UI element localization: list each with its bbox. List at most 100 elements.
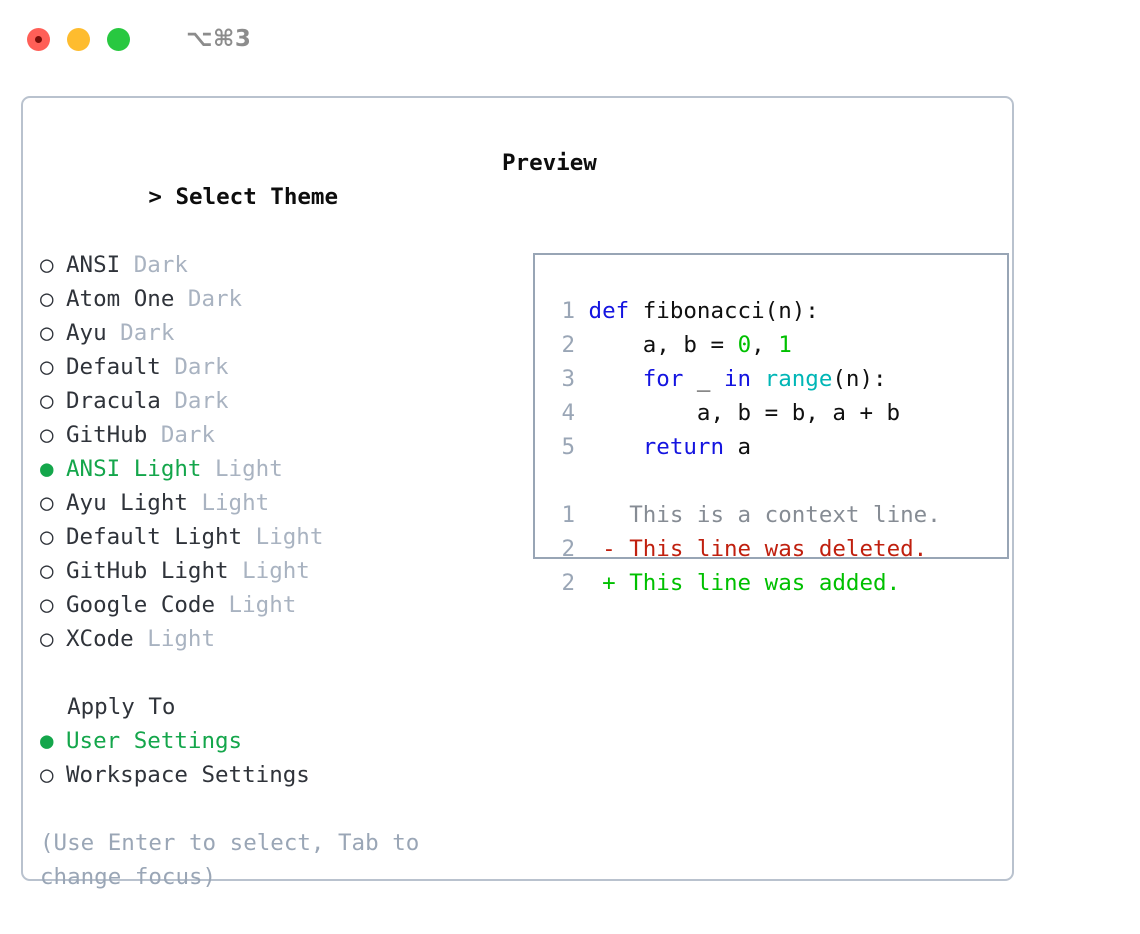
line-number: 2 (561, 536, 575, 562)
theme-variant-label: Light (242, 524, 324, 550)
code-token: range (764, 366, 833, 392)
radio-selected-icon[interactable]: ● (40, 456, 68, 482)
code-token (575, 434, 643, 460)
theme-list-item[interactable]: ○ Ayu Light Light (40, 486, 490, 520)
spacer (40, 792, 490, 826)
theme-name: GitHub (66, 422, 148, 448)
theme-list-item[interactable]: ○ Ayu Dark (40, 316, 490, 350)
diff-sample: 1 This is a context line.2 - This line w… (551, 498, 941, 600)
code-token (751, 366, 765, 392)
theme-variant-label: Light (133, 626, 216, 652)
spacer (40, 656, 490, 690)
prompt-caret: > (148, 184, 176, 210)
theme-list-item[interactable]: ○ ANSI Dark (40, 248, 490, 282)
theme-list-item[interactable]: ○ Atom One Dark (40, 282, 490, 316)
radio-unselected-icon[interactable]: ○ (40, 762, 68, 788)
code-line: 5 return a (551, 430, 900, 464)
keyboard-shortcut-label: ⌥⌘3 (186, 26, 252, 52)
theme-variant-label: Light (187, 490, 270, 516)
radio-unselected-icon[interactable]: ○ (40, 252, 68, 278)
diff-text: This line was added. (629, 570, 901, 596)
apply-to-item[interactable]: ○ Workspace Settings (40, 758, 490, 792)
code-token: for (642, 366, 684, 392)
theme-list-item[interactable]: ○ XCode Light (40, 622, 490, 656)
line-number: 3 (561, 366, 575, 392)
theme-variant-label: Dark (174, 286, 243, 312)
apply-to-list: ● User Settings○ Workspace Settings (40, 724, 490, 792)
line-number: 2 (561, 570, 575, 596)
theme-variant-label: Dark (120, 252, 188, 278)
minimize-button[interactable] (67, 27, 90, 51)
diff-sign (575, 502, 629, 528)
diff-text: This line was deleted. (629, 536, 928, 562)
diff-line: 2 - This line was deleted. (551, 532, 941, 566)
apply-to-label: User Settings (66, 728, 243, 754)
page-title: > Select Theme (40, 146, 490, 248)
code-token: (n): (832, 366, 887, 392)
radio-selected-icon[interactable]: ● (40, 728, 68, 754)
theme-name: ANSI Light (66, 456, 202, 482)
keyboard-hint: (Use Enter to select, Tab to change focu… (40, 830, 433, 890)
apply-to-label: Workspace Settings (66, 762, 310, 788)
theme-variant-label: Dark (106, 320, 175, 346)
radio-unselected-icon[interactable]: ○ (40, 286, 68, 312)
line-number: 2 (561, 332, 575, 358)
code-token (575, 366, 643, 392)
theme-list-item[interactable]: ○ Default Dark (40, 350, 490, 384)
diff-sign: - (575, 536, 630, 562)
code-token: in (724, 366, 752, 392)
title-bar: ⌥⌘3 (0, 0, 1140, 78)
theme-variant-label: Dark (160, 388, 229, 414)
apply-to-item[interactable]: ● User Settings (40, 724, 490, 758)
code-token: a, b = (575, 332, 738, 358)
close-button[interactable] (27, 27, 50, 51)
theme-list-item[interactable]: ○ Default Light Light (40, 520, 490, 554)
radio-unselected-icon[interactable]: ○ (40, 558, 68, 584)
code-line: 1 def fibonacci(n): (551, 294, 900, 328)
theme-list: ○ ANSI Dark○ Atom One Dark○ Ayu Dark○ De… (40, 248, 490, 656)
code-token: , (751, 332, 779, 358)
line-number: 1 (561, 502, 575, 528)
theme-variant-label: Dark (160, 354, 229, 380)
radio-unselected-icon[interactable]: ○ (40, 524, 68, 550)
radio-unselected-icon[interactable]: ○ (40, 592, 68, 618)
radio-unselected-icon[interactable]: ○ (40, 320, 68, 346)
code-token: return (642, 434, 725, 460)
line-number: 1 (561, 298, 575, 324)
theme-list-item[interactable]: ● ANSI Light Light (40, 452, 490, 486)
theme-name: Atom One (66, 286, 175, 312)
theme-name: GitHub Light (66, 558, 229, 584)
radio-unselected-icon[interactable]: ○ (40, 422, 68, 448)
theme-name: XCode (66, 626, 134, 652)
code-token: 0 (737, 332, 752, 358)
radio-unselected-icon[interactable]: ○ (40, 354, 68, 380)
code-line: 2 a, b = 0, 1 (551, 328, 900, 362)
code-token: _ (683, 366, 725, 392)
preview-pane: Preview 1 def fibonacci(n):2 a, b = 0, 1… (502, 146, 1009, 596)
maximize-button[interactable] (107, 27, 130, 51)
theme-list-item[interactable]: ○ Google Code Light (40, 588, 490, 622)
diff-text: This is a context line. (629, 502, 941, 528)
theme-name: Default Light (66, 524, 243, 550)
theme-variant-label: Light (201, 456, 283, 482)
preview-title: Preview (502, 150, 597, 176)
code-line: 4 a, b = b, a + b (551, 396, 900, 430)
theme-list-item[interactable]: ○ GitHub Light Light (40, 554, 490, 588)
theme-variant-label: Light (228, 558, 310, 584)
line-number: 4 (561, 400, 575, 426)
theme-picker-pane: > Select Theme ○ ANSI Dark○ Atom One Dar… (40, 146, 490, 894)
radio-unselected-icon[interactable]: ○ (40, 490, 68, 516)
diff-line: 2 + This line was added. (551, 566, 941, 600)
theme-name: Default (66, 354, 161, 380)
code-token: fibonacci(n): (629, 298, 819, 324)
radio-unselected-icon[interactable]: ○ (40, 626, 68, 652)
radio-unselected-icon[interactable]: ○ (40, 388, 68, 414)
window-controls (27, 27, 130, 51)
theme-list-item[interactable]: ○ GitHub Dark (40, 418, 490, 452)
theme-list-item[interactable]: ○ Dracula Dark (40, 384, 490, 418)
code-token: def (588, 298, 630, 324)
diff-line: 1 This is a context line. (551, 498, 941, 532)
theme-name: ANSI (66, 252, 121, 278)
